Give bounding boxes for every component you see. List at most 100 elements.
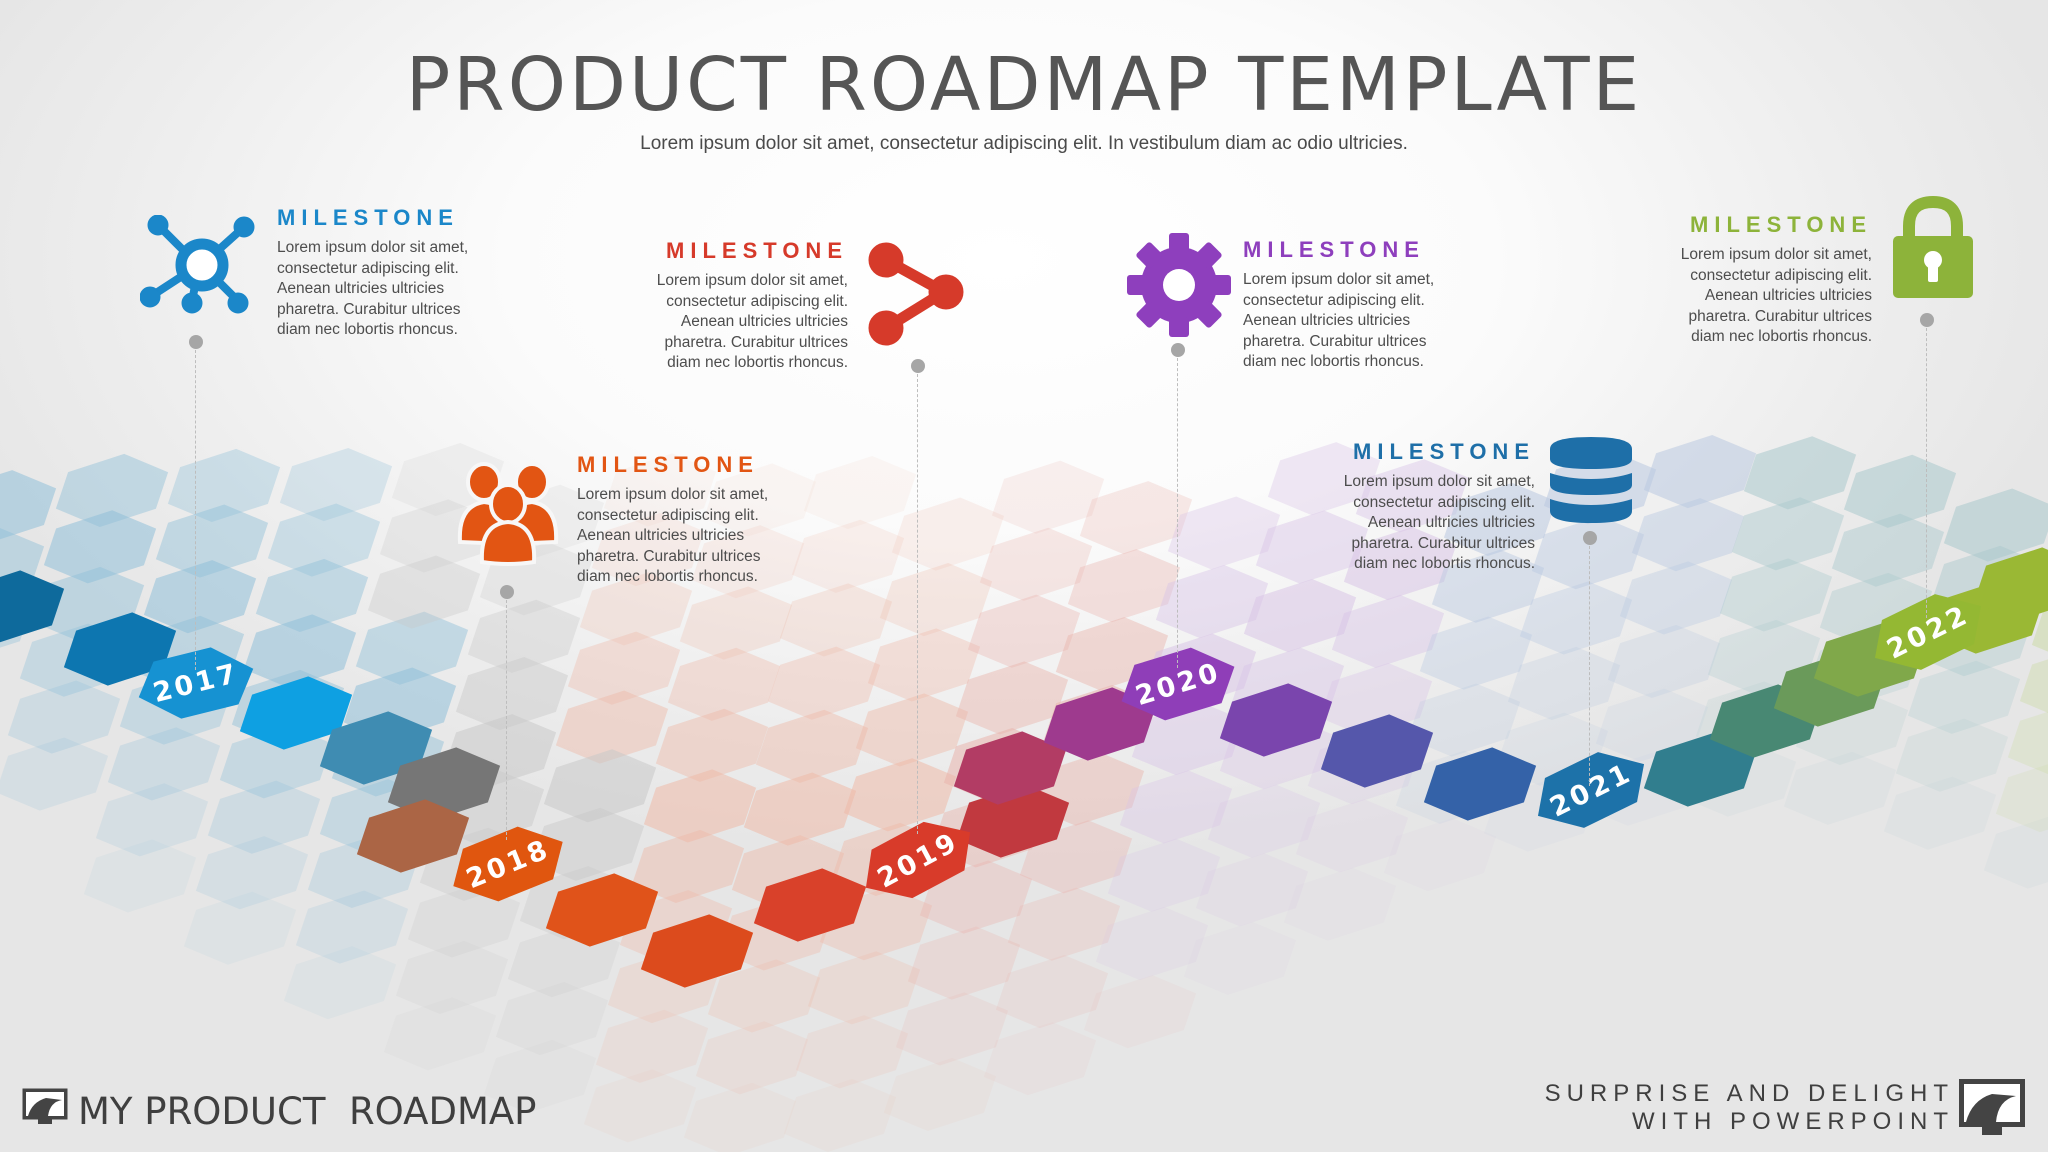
hexagon-tile: [1107, 838, 1221, 912]
desc-line: diam nec lobortis rhoncus.: [277, 321, 458, 338]
milestone-3: MILESTONE Lorem ipsum dolor sit amet, co…: [577, 452, 768, 588]
milestone-description: Lorem ipsum dolor sit amet, consectetur …: [1243, 270, 1434, 373]
hexagon-tile: [167, 448, 281, 523]
hexagon-tile: [783, 1078, 897, 1152]
hexagon-tile: [207, 780, 321, 854]
hexagon-tile: [631, 829, 745, 904]
hexagon-tile: [855, 693, 969, 767]
hexagon-tile: [1079, 481, 1193, 555]
timeline-hexagon: [1643, 733, 1757, 807]
hexagon-tile: [1943, 488, 2048, 562]
hexagon-tile: [483, 1039, 597, 1113]
hexagon-tile: [707, 959, 821, 1033]
milestone-description: Lorem ipsum dolor sit amet, consectetur …: [277, 238, 468, 341]
hexagon-tile: [1243, 579, 1357, 653]
hexagon-tile: [1895, 718, 2009, 792]
year-hexagon-2020: [1121, 647, 1235, 721]
network-hub-icon: [140, 215, 260, 315]
hexagon-tile: [967, 594, 1081, 668]
hexagon-tile: [883, 1057, 997, 1132]
desc-line: diam nec lobortis rhoncus.: [1354, 555, 1535, 572]
hexagon-tile: [1095, 906, 1209, 981]
hexagon-tile: [543, 749, 657, 823]
milestone-2: MILESTONE Lorem ipsum dolor sit amet, co…: [657, 238, 848, 374]
hexagon-tile: [1531, 516, 1645, 590]
connector-line: [1589, 546, 1590, 786]
hexagon-tile: [83, 839, 197, 913]
hexagon-tile: [1283, 867, 1397, 941]
hexagon-tile: [495, 982, 609, 1056]
brand-text: MY PRODUCT ROADMAP: [78, 1090, 537, 1133]
hexagon-tile: [755, 709, 869, 783]
hexagon-tile: [655, 708, 769, 782]
hexagon-tile: [683, 1082, 797, 1152]
hexagon-tile: [367, 555, 481, 629]
hexagon-tile: [795, 1015, 909, 1089]
hexagon-tile: [1743, 436, 1857, 510]
connector-line: [506, 600, 507, 840]
hexagon-tile: [2007, 702, 2048, 776]
hexagon-tile: [255, 558, 369, 633]
hexagon-tile: [1619, 561, 1733, 635]
connector-line: [1177, 358, 1178, 668]
hexagon-tile: [1995, 758, 2048, 833]
hexagon-tile: [1007, 887, 1121, 961]
connector-dot: [189, 335, 203, 349]
desc-line: pharetra. Curabitur ultrices: [277, 300, 461, 318]
hexagon-tile: [591, 512, 705, 587]
hexagon-tile: [55, 453, 169, 527]
hexagon-tile: [1355, 459, 1469, 533]
desc-line: diam nec lobortis rhoncus.: [667, 354, 848, 371]
hexagon-tile: [243, 614, 357, 688]
desc-line: pharetra. Curabitur ultrices: [1243, 332, 1427, 350]
footer-tagline: SURPRISE AND DELIGHT WITH POWERPOINT: [1545, 1080, 1954, 1136]
hexagon-tile: [355, 611, 469, 685]
hexagon-tile: [603, 453, 717, 527]
hexagon-tile: [279, 447, 393, 522]
hexagon-tile: [1183, 921, 1297, 995]
hexagon-tile: [407, 884, 521, 958]
milestone-4: MILESTONE Lorem ipsum dolor sit amet, co…: [1243, 237, 1434, 373]
desc-line: consectetur adipiscing elit.: [1243, 291, 1425, 309]
hexagon-tile: [1419, 616, 1533, 690]
milestone-description: Lorem ipsum dolor sit amet, consectetur …: [657, 271, 848, 374]
timeline-hexagon: [1219, 683, 1333, 757]
hexagon-tile: [1443, 482, 1557, 556]
desc-line: consectetur adipiscing elit.: [577, 506, 759, 524]
hexagon-tile: [567, 631, 681, 705]
page-subtitle: Lorem ipsum dolor sit amet, consectetur …: [640, 133, 1408, 154]
hexagon-tile: [531, 807, 645, 881]
hexagon-tile: [195, 836, 309, 910]
hexagon-tile: [895, 992, 1009, 1066]
timeline-hexagon: [1043, 687, 1157, 761]
year-hexagon-2021: [1537, 752, 1645, 828]
share-icon: [866, 242, 966, 346]
hexagon-tile: [679, 586, 793, 660]
milestone-description: Lorem ipsum dolor sit amet, consectetur …: [1681, 245, 1872, 348]
desc-line: Lorem ipsum dolor sit amet,: [277, 239, 469, 256]
timeline-hexagon: [1320, 714, 1434, 788]
connector-dot: [911, 359, 925, 373]
milestone-6: MILESTONE Lorem ipsum dolor sit amet, co…: [1681, 212, 1872, 348]
timeline-hexagon: [953, 731, 1067, 805]
hexagon-tile: [143, 560, 257, 634]
desc-line: Aenean ultricies ultricies: [1367, 514, 1535, 531]
hexagon-tile: [395, 940, 509, 1015]
hexagon-tile: [667, 647, 781, 721]
hexagon-tile: [767, 646, 881, 720]
hexagon-tile: [579, 572, 693, 646]
hexagon-tile: [1519, 581, 1633, 655]
hexagon-tile: [691, 525, 805, 599]
hexagon-tile: [1319, 662, 1433, 737]
hexagon-tile: [983, 1022, 1097, 1096]
hexagon-tile: [1843, 454, 1957, 528]
year-hexagon-2022: [1874, 594, 1982, 670]
hexagon-tile: [1167, 496, 1281, 570]
connector-dot: [1171, 343, 1185, 357]
hexagon-tile: [0, 737, 109, 811]
hexagon-tile: [891, 497, 1005, 571]
hexagon-tile: [703, 463, 817, 537]
timeline-hexagon: [356, 799, 470, 873]
hexagon-tile: [1407, 683, 1521, 757]
